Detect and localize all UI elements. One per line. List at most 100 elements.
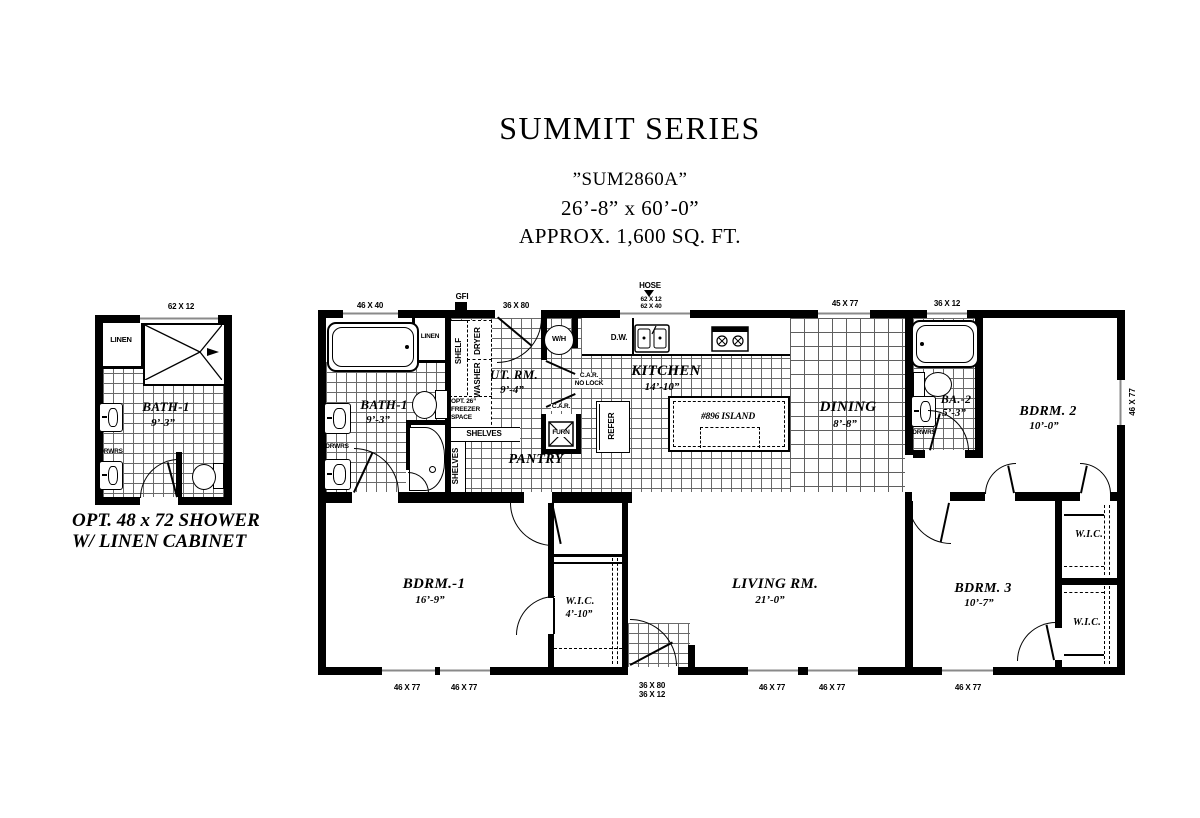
room-living-dim: 21’-0” [755, 594, 785, 606]
range-cooktop [711, 326, 749, 352]
pantry-shelves-side [448, 442, 466, 493]
wall-bath1-utility [445, 318, 451, 492]
wall-furn-left [541, 414, 546, 454]
furnace-label: FURN [551, 429, 571, 437]
wall-living-bedrooms [905, 318, 913, 675]
toilet-bowl-option [192, 464, 216, 490]
wall-wic-mid-right [622, 503, 628, 667]
dim-bdrm3-window: 46 X 77 [954, 683, 982, 692]
room-utrm: UT. RM. [489, 367, 539, 382]
door-swing-arc [1080, 463, 1111, 494]
door-swing-arc [510, 503, 553, 546]
shower-x-icon [144, 324, 223, 381]
sink-option-b [99, 461, 123, 490]
room-living: LIVING RM. [731, 576, 819, 592]
room-bdrm1-dim: 16’-9” [415, 594, 445, 606]
dim-kitchen-window-2: 62 X 40 [640, 303, 662, 310]
wall-hall-left [318, 492, 632, 503]
sink-bath1-b [324, 459, 351, 490]
wall-wic-divider [1055, 578, 1125, 585]
toilet-bowl-ba2 [924, 372, 952, 397]
wic-mid-dash-b [617, 558, 618, 664]
room-bath1-dim: 9’-3” [366, 414, 390, 426]
door-opening-wic-top [1080, 492, 1110, 501]
water-heater-label: W/H [552, 334, 566, 343]
dim-entry-door-2: 36 X 12 [638, 690, 666, 699]
room-kitchen-dim: 14’-10” [644, 381, 680, 393]
window-bdrm3 [942, 667, 993, 675]
door-opening-wic-bot [1055, 628, 1062, 660]
window-option [140, 315, 218, 323]
bathtub-ba2 [911, 320, 979, 368]
door-swing-arc [985, 463, 1016, 494]
window-dining [818, 310, 870, 318]
sink-bath1-a [324, 403, 351, 434]
room-bdrm2-dim: 10’-0” [1029, 420, 1059, 432]
option-linen-closet [103, 323, 144, 369]
dishwasher-label: D.W. [610, 333, 628, 342]
dim-kitchen-window-1: 62 X 12 [640, 296, 662, 303]
dim-living-window-b: 46 X 77 [818, 683, 846, 692]
drawers-label-ba2: DRWRS [912, 429, 936, 436]
washer-label: WASHER [473, 362, 482, 398]
window-living-b [808, 667, 858, 675]
window-living-a [748, 667, 798, 675]
wall-ba2-bdrm2 [975, 318, 983, 458]
drawers-label-bath1: DRWRS [325, 443, 349, 450]
model-number: ”SUM2860A” [572, 169, 688, 190]
dim-option-window: 62 X 12 [167, 302, 195, 311]
room-dining: DINING [819, 399, 877, 415]
wic-bot-shelf [1064, 592, 1104, 593]
door-opening-entry [628, 667, 678, 675]
wic-bot-dash-a [1104, 586, 1105, 664]
option-caption-line1: OPT. 48 x 72 SHOWER [72, 510, 260, 531]
option-shower [143, 323, 228, 386]
wall-stall-top [406, 420, 448, 425]
tile-floor-dining [790, 318, 905, 492]
car-nolock-label-2: NO LOCK [573, 380, 605, 388]
washer-space [467, 359, 492, 400]
option-drawers-label: DRWRS [99, 448, 123, 455]
door-opening-bdrm1 [524, 492, 552, 503]
dim-living-window-a: 46 X 77 [758, 683, 786, 692]
room-utrm-dim: 9’-4” [500, 384, 524, 396]
wic-mid-rod [554, 562, 622, 564]
room-bdrm3: BDRM. 3 [954, 581, 1012, 596]
hose-label: HOSE [639, 281, 661, 290]
room-wic-bot: W.I.C. [1072, 617, 1102, 628]
room-bdrm1: BDRM.-1 [402, 576, 466, 592]
freezer-label-1: OPT. 26” [451, 398, 477, 405]
water-heater [544, 325, 574, 355]
refrigerator [596, 401, 630, 453]
option-wall-wc-stub [176, 452, 182, 497]
dim-utility-door: 36 X 80 [502, 301, 530, 310]
wall-wic-mid-left [548, 503, 554, 667]
room-dining-dim: 8’-8” [833, 418, 857, 430]
island-label: #896 ISLAND [700, 412, 756, 422]
room-pantry: PANTRY [508, 452, 564, 467]
kitchen-island [668, 396, 790, 452]
option-room-dim: 9’-3” [151, 417, 175, 429]
wic-bot-dash-b [1109, 586, 1110, 664]
hose-bib-arrow-icon [644, 290, 654, 297]
door-swing-arc [1017, 622, 1056, 661]
dim-ba2-window: 36 X 12 [933, 299, 961, 308]
window-bdrm1-a [382, 667, 435, 675]
wic-mid-shelf-line [548, 554, 628, 557]
wic-mid-dash-a [612, 558, 613, 664]
option-caption-line2: W/ LINEN CABINET [72, 531, 247, 552]
room-ba2: BA.-2 [940, 392, 972, 406]
wall-hall-right [905, 492, 1125, 501]
door-opening-bdrm2 [985, 492, 1015, 501]
window-ba2 [927, 310, 967, 318]
window-bdrm2 [1117, 380, 1125, 425]
room-wic-mid: W.I.C. [565, 596, 595, 607]
toilet-bowl-bath1 [412, 391, 437, 419]
dim-bdrm1-window-a: 46 X 77 [393, 683, 421, 692]
dim-dining-window: 45 X 77 [831, 299, 859, 308]
wic-top-shelf [1064, 566, 1104, 567]
option-wall-right [224, 315, 232, 505]
refrigerator-label: REFER [607, 412, 616, 440]
bathtub-bath1 [327, 322, 419, 372]
